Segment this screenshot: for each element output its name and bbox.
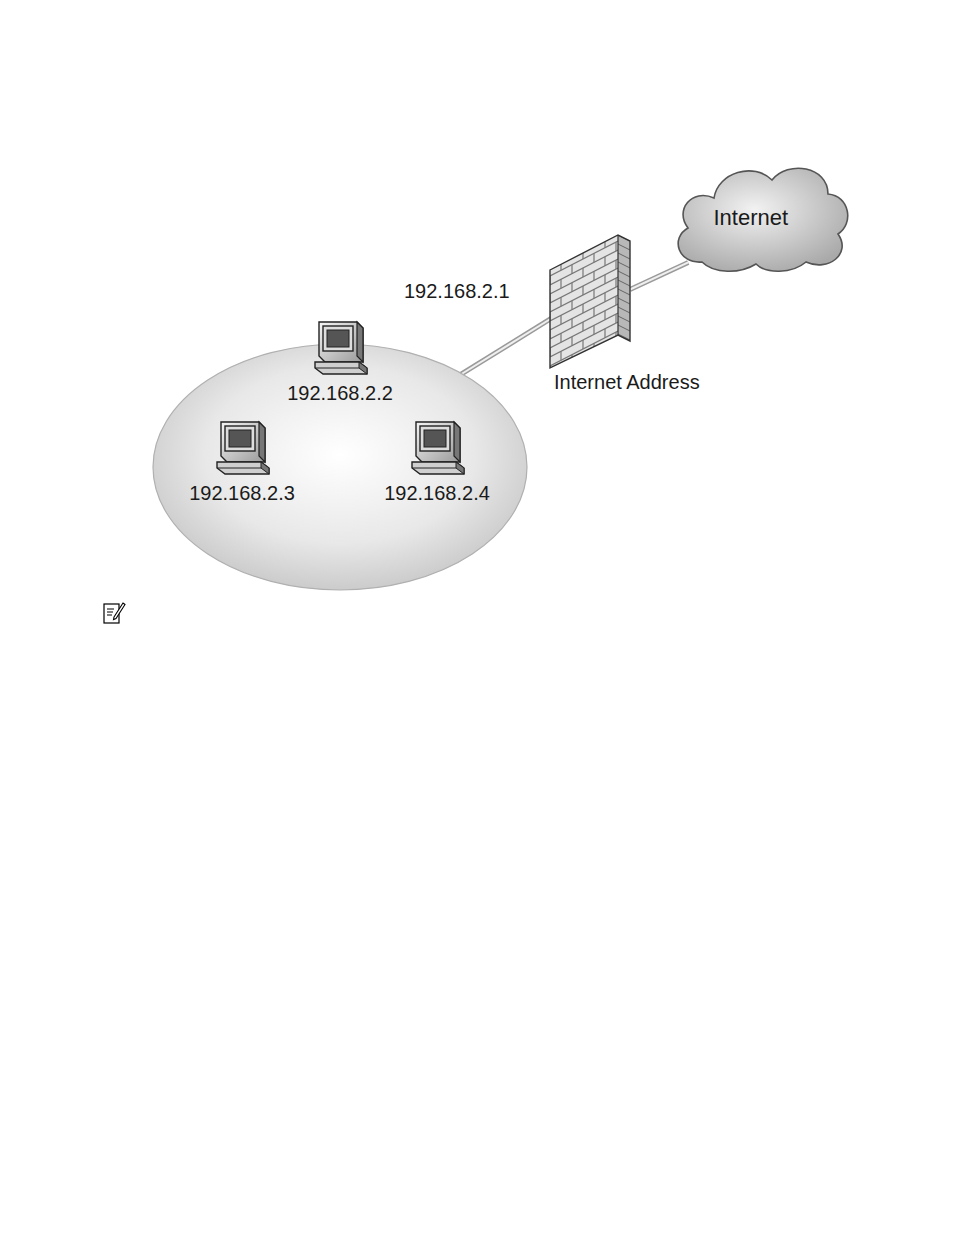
node-label: Internet	[713, 206, 788, 230]
network-link	[630, 262, 688, 289]
node-label: 192.168.2.1	[404, 279, 510, 303]
lan-ellipse	[152, 343, 528, 591]
firewall: 192.168.2.1Internet Address	[550, 235, 630, 368]
computer-node: 192.168.2.4	[372, 418, 502, 508]
network-link	[460, 318, 552, 375]
node-label: 192.168.2.3	[189, 481, 295, 505]
computer-node: 192.168.2.3	[177, 418, 307, 508]
node-label: Internet Address	[554, 370, 700, 394]
node-label: 192.168.2.2	[287, 381, 393, 405]
firewall-brick-wall	[550, 235, 630, 368]
internet-cloud: Internet	[668, 158, 852, 274]
node-label: 192.168.2.4	[384, 481, 490, 505]
note-icon	[102, 600, 126, 626]
lan-region: 192.168.2.2 192.168.2.3 192.168.2.4	[152, 343, 528, 591]
computer-node: 192.168.2.2	[275, 318, 405, 408]
